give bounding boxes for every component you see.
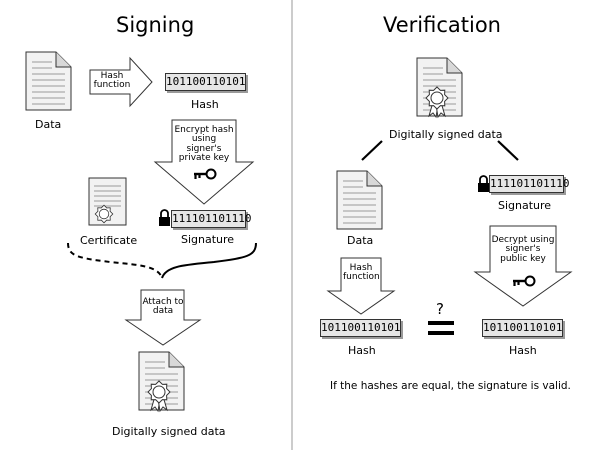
signing-signature-label: Signature [181, 233, 235, 246]
brace-dashed [67, 242, 163, 279]
verification-title: Verification [383, 13, 501, 37]
attach-label: Attach to data [142, 297, 184, 317]
verification-signature-label: Signature [498, 199, 552, 212]
signing-title: Signing [116, 13, 195, 37]
hash-function-arrow [89, 56, 153, 108]
verification-padlock-icon [477, 175, 490, 193]
decrypt-label: Decrypt using signer's public key [491, 235, 555, 264]
verification-hash-value-left: 101100110101 [320, 319, 401, 337]
certificate-label: Certificate [80, 234, 138, 247]
verification-signed-data-document-icon [417, 58, 462, 117]
verification-hash-label-right: Hash [509, 344, 537, 357]
verification-hash-function-label: Hash function [343, 263, 380, 283]
verification-hash-function-arrow [326, 257, 396, 315]
verification-data-label: Data [347, 234, 374, 247]
signing-data-label: Data [35, 118, 62, 131]
verification-hash-label-left: Hash [348, 344, 376, 357]
signing-signature-value: 111101101110 [171, 210, 251, 228]
certificate-icon [88, 177, 127, 226]
encrypt-hash-arrow [153, 119, 255, 205]
verification-conclusion: If the hashes are equal, the signature i… [330, 380, 571, 392]
signing-hash-value: 101100110101 [165, 73, 246, 91]
split-line-right [497, 140, 519, 161]
verification-data-document-icon [336, 170, 383, 230]
equals-icon [428, 321, 454, 335]
signing-hash-function-label: Hash function [93, 71, 131, 91]
compare-question-mark: ? [436, 300, 444, 318]
encrypt-hash-label: Encrypt hash using signer's private key [174, 125, 234, 164]
signing-signed-data-label: Digitally signed data [112, 425, 226, 438]
brace-solid [161, 242, 257, 279]
split-line-left [361, 140, 383, 161]
verification-hash-value-right: 101100110101 [482, 319, 563, 337]
signing-padlock-icon [158, 209, 171, 227]
verification-signature-value: 111101101110 [489, 175, 569, 193]
attach-arrow [124, 289, 202, 346]
signing-hash-label: Hash [191, 98, 219, 111]
verification-signed-data-label: Digitally signed data [389, 128, 503, 141]
signing-signed-data-document-icon [139, 352, 184, 411]
decrypt-arrow [473, 225, 573, 307]
signing-data-document-icon [25, 51, 72, 111]
